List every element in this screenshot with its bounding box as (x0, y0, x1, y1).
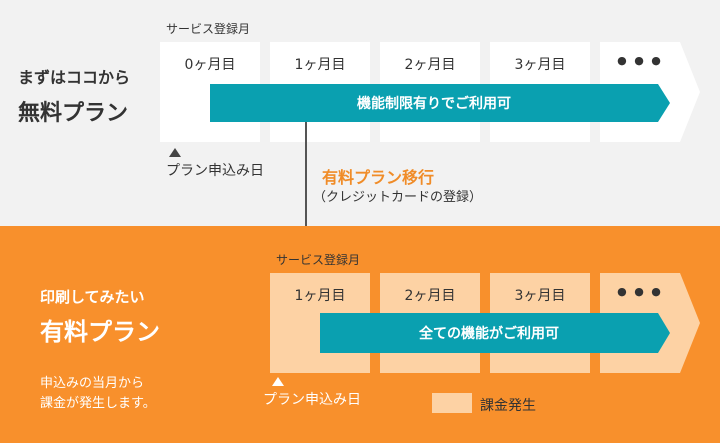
paid-feature-bar-label: 全ての機能がご利用可 (419, 326, 559, 342)
paid-plan-note: 申込みの当月から 課金が発生します。 (40, 374, 156, 414)
free-more-dots: ● ● ● (617, 54, 663, 67)
free-apply-marker-icon (169, 148, 181, 157)
free-feature-bar (210, 84, 670, 122)
paid-plan-subtitle: 印刷してみたい (40, 288, 145, 306)
free-month-2-label: 2ヶ月目 (404, 57, 456, 73)
free-plan-title: 無料プラン (18, 101, 129, 126)
transition-subtitle: （クレジットカードの登録） (313, 190, 483, 205)
paid-month-2-label: 2ヶ月目 (404, 288, 456, 304)
billing-legend-swatch (432, 393, 472, 413)
paid-plan-title: 有料プラン (40, 318, 160, 346)
paid-feature-bar (320, 313, 670, 353)
billing-legend-label: 課金発生 (480, 398, 536, 414)
paid-month-3-label: 3ヶ月目 (514, 288, 566, 304)
free-plan-subtitle: まずはココから (18, 68, 131, 87)
free-month-0-label: 0ヶ月目 (184, 57, 236, 73)
paid-note-line1: 申込みの当月から (40, 376, 145, 391)
paid-service-month-label: サービス登録月 (276, 253, 361, 267)
free-month-1-label: 1ヶ月目 (294, 57, 346, 73)
free-feature-bar-label: 機能制限有りでご利用可 (357, 96, 511, 112)
paid-more-dots: ● ● ● (617, 285, 663, 298)
free-month-3-label: 3ヶ月目 (514, 57, 566, 73)
paid-apply-marker-icon (272, 377, 284, 386)
paid-month-1-label: 1ヶ月目 (294, 288, 346, 304)
paid-apply-day-label: プラン申込み日 (263, 392, 361, 408)
transition-title: 有料プラン移行 (322, 168, 435, 187)
paid-note-line2: 課金が発生します。 (40, 396, 156, 411)
free-apply-day-label: プラン申込み日 (166, 163, 264, 179)
free-service-month-label: サービス登録月 (166, 22, 251, 36)
